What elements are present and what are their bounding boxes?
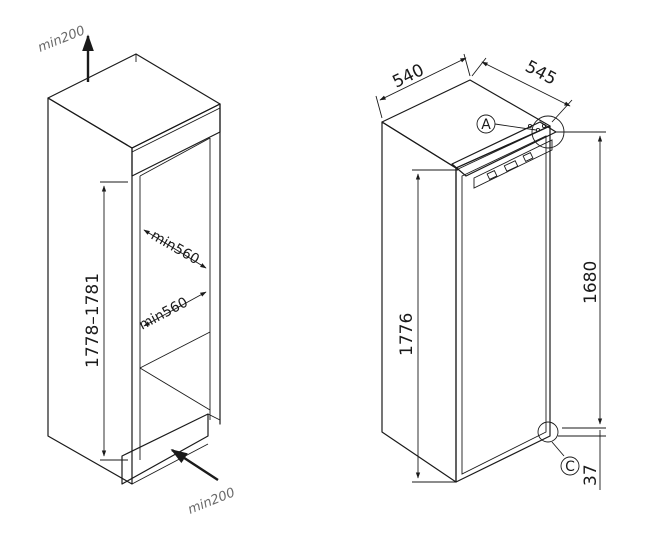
appliance-door xyxy=(461,135,547,475)
niche-width-upper-dimension xyxy=(143,229,207,269)
niche-height-label: 1778–1781 xyxy=(83,273,103,368)
callout-a-label: A xyxy=(481,117,491,133)
top-clearance-label: min200 xyxy=(36,23,87,55)
niche-top-panel xyxy=(47,53,221,149)
appliance-side xyxy=(381,121,457,483)
bottom-offset-label: 37 xyxy=(581,464,601,486)
niche-plinth xyxy=(121,413,209,485)
appliance-width-label: 540 xyxy=(389,60,427,92)
bottom-offset-dimension xyxy=(558,430,606,490)
niche-top-beam xyxy=(131,103,221,177)
niche-width-lower-dimension xyxy=(143,291,207,327)
appliance-height-dimension xyxy=(412,169,458,483)
door-height-label: 1680 xyxy=(581,261,601,304)
niche-width-upper-label: min560 xyxy=(148,228,202,268)
appliance-front xyxy=(455,125,551,483)
niche-height-dimension xyxy=(100,181,128,461)
bottom-clearance-label: min200 xyxy=(186,485,237,517)
appliance-depth-dimension xyxy=(471,57,573,123)
appliance-width-dimension xyxy=(375,53,471,119)
appliance-height-label: 1776 xyxy=(397,313,417,356)
detail-circle-c xyxy=(537,421,559,443)
callout-c-label: C xyxy=(565,459,575,475)
appliance-body xyxy=(381,79,557,483)
niche-width-lower-label: min560 xyxy=(136,294,190,333)
door-height-dimension xyxy=(556,131,606,429)
callout-c-circle xyxy=(560,456,580,476)
bottom-clearance-arrow xyxy=(170,448,219,482)
niche-cabinet xyxy=(47,53,221,485)
